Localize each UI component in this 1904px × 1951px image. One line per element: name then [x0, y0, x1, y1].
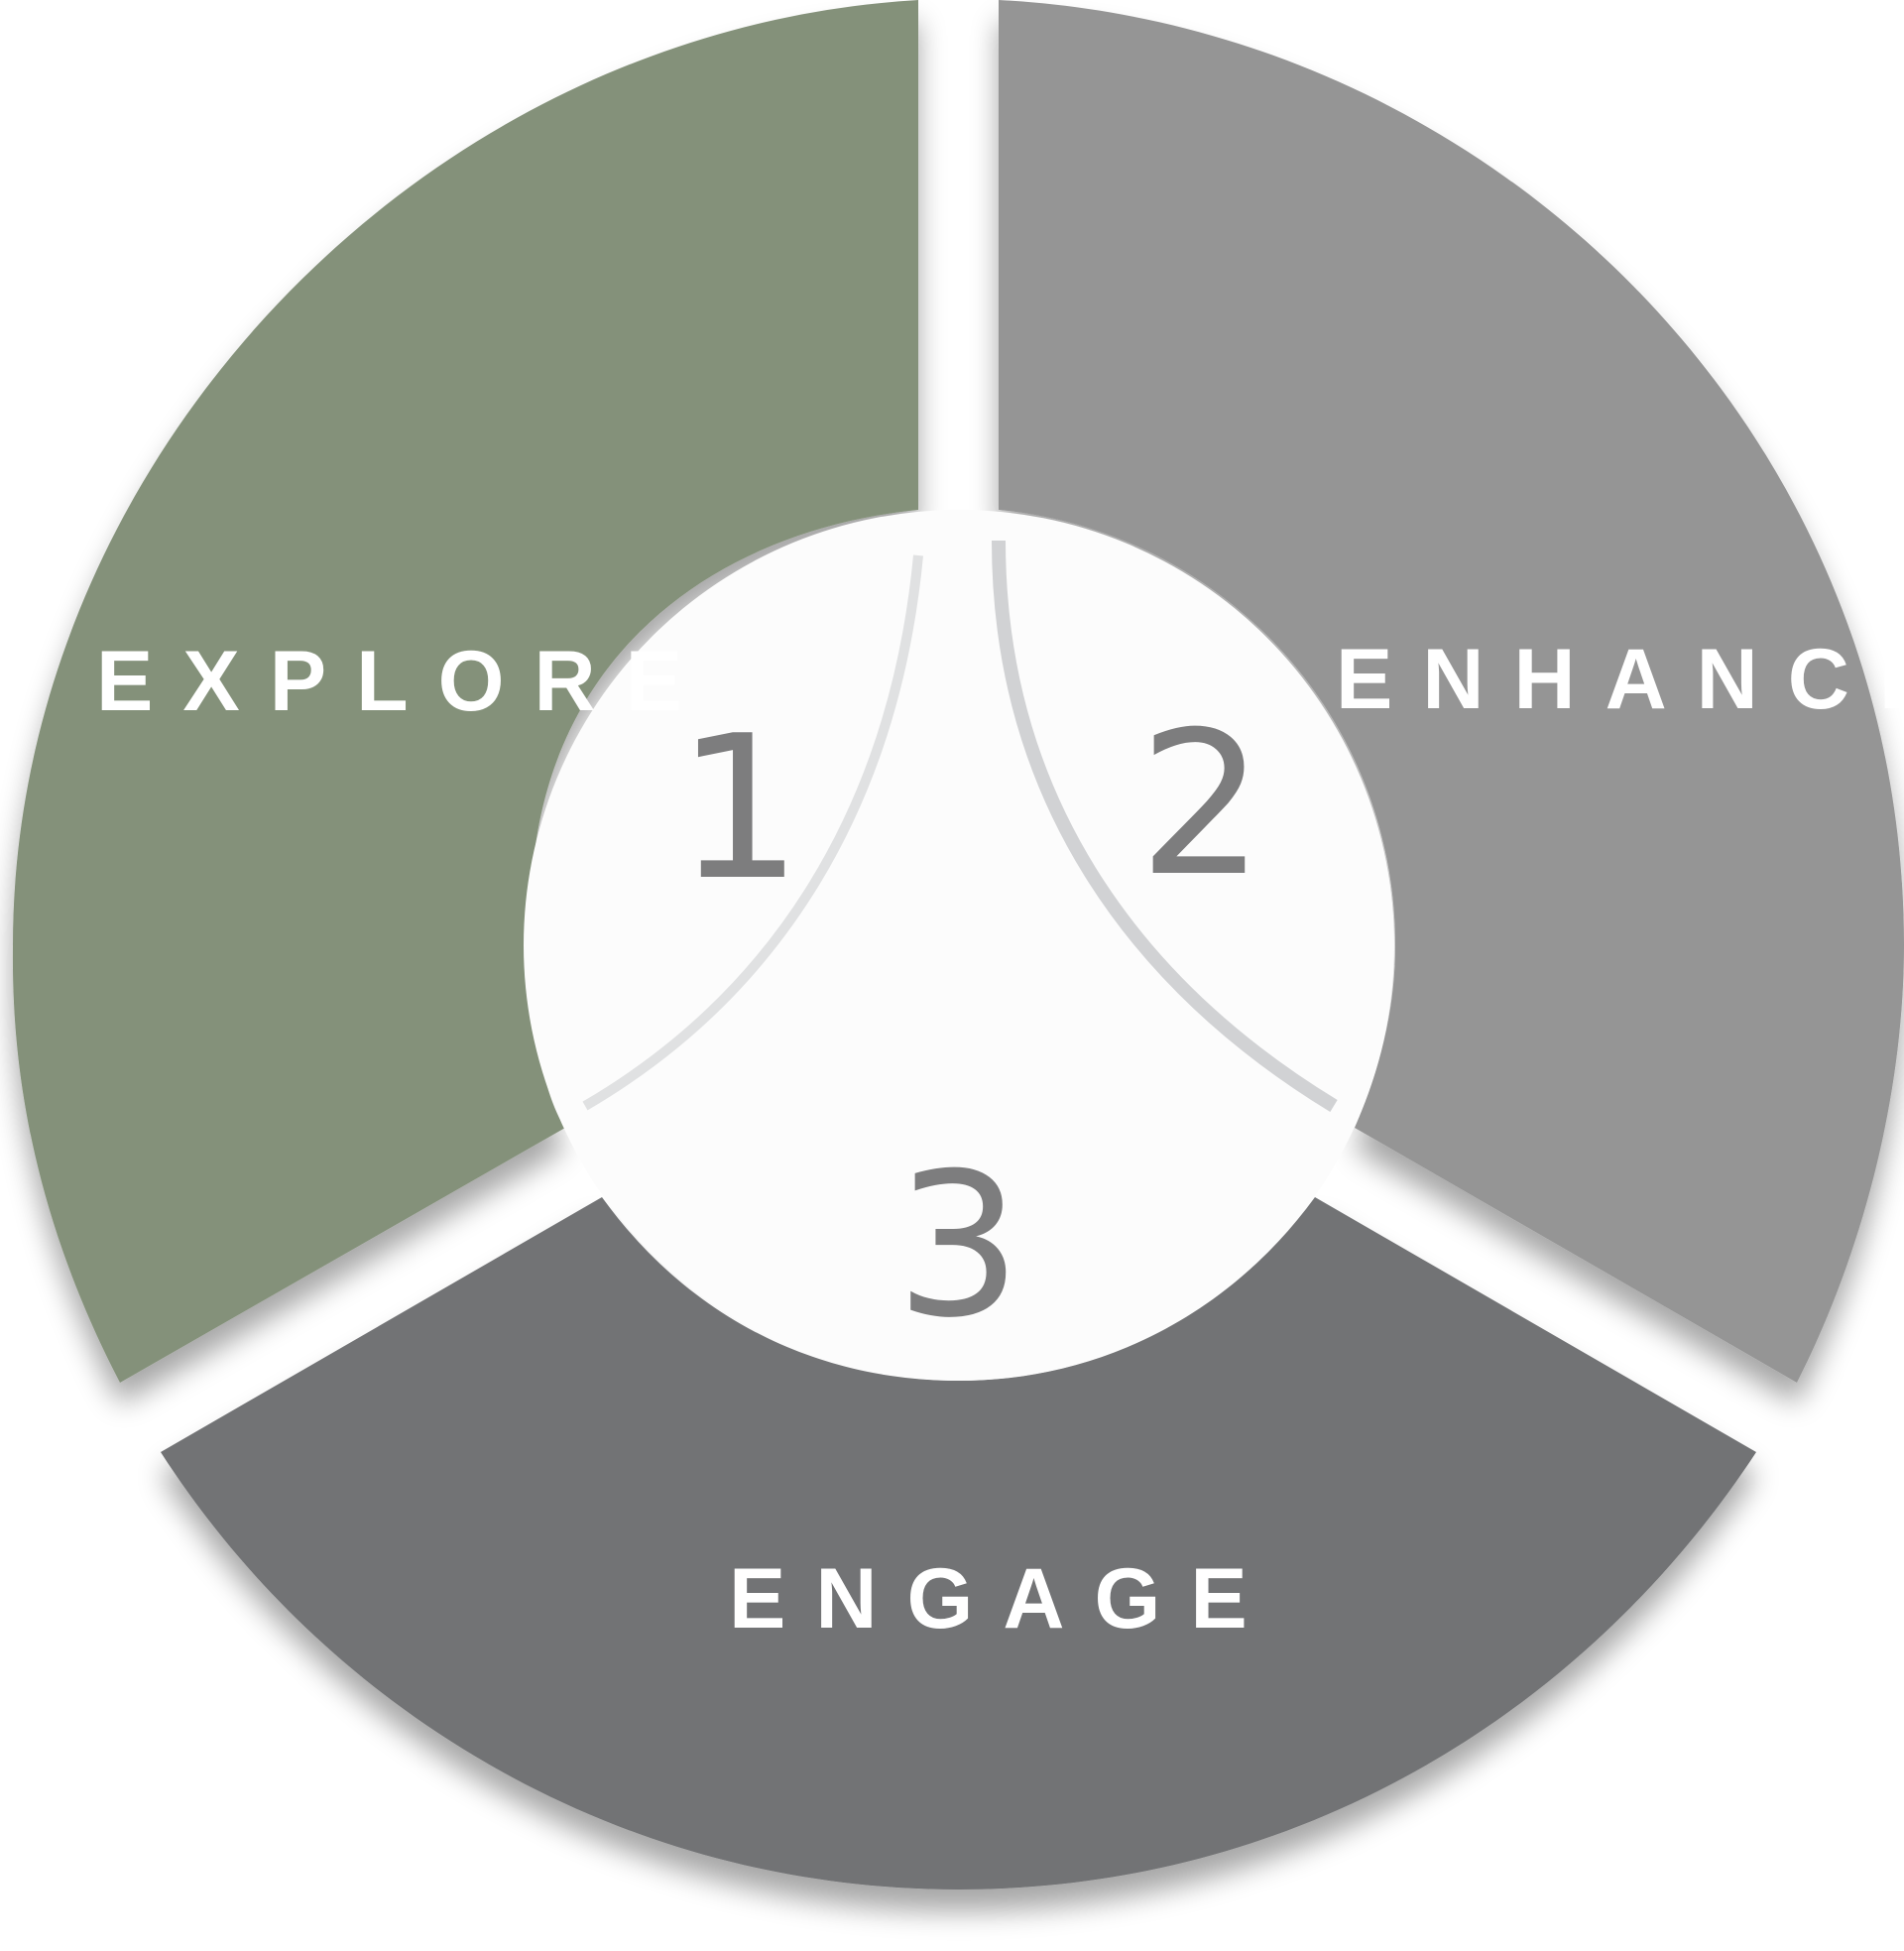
segment-explore — [12, 0, 918, 1383]
label-enhance: ENHANCE — [1336, 632, 1904, 727]
step-number-3: 3 — [895, 1131, 1021, 1362]
segment-engage — [161, 1197, 1756, 1890]
inner-divider-right — [992, 540, 1338, 1112]
inner-divider-left — [582, 554, 923, 1111]
step-number-2: 2 — [1138, 689, 1264, 920]
step-number-1: 1 — [676, 693, 802, 924]
segment-enhance — [999, 0, 1904, 1383]
label-explore: EXPLORE — [96, 634, 712, 729]
center-circle — [524, 510, 1394, 1381]
label-engage: ENGAGE — [729, 1551, 1277, 1646]
